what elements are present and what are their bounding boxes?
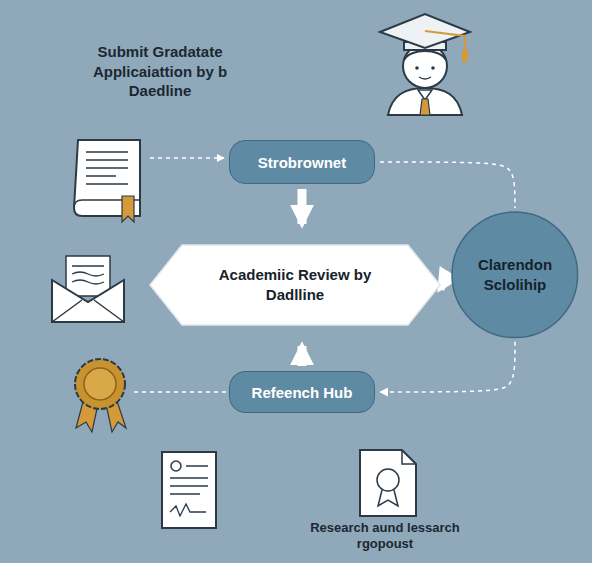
medal-center bbox=[84, 368, 116, 400]
process-pill: Strobrownet bbox=[229, 140, 375, 184]
node-text: Academiic Review by Dadlline bbox=[200, 265, 390, 306]
envelope-folds bbox=[52, 300, 124, 322]
envelope-icon bbox=[52, 256, 124, 322]
scholarship-circle: Clarendon Sclolihip bbox=[451, 211, 579, 339]
certificate-seal bbox=[377, 469, 399, 491]
bookmark bbox=[122, 196, 134, 222]
circle-fill bbox=[452, 212, 578, 338]
graduate-tie bbox=[420, 99, 430, 115]
medal-rim bbox=[75, 359, 125, 409]
graduate-smile bbox=[419, 77, 431, 79]
letter-lines bbox=[72, 266, 104, 284]
flow-arrow bbox=[298, 346, 307, 366]
graduate-eye bbox=[431, 66, 435, 70]
book-lines bbox=[86, 152, 128, 184]
circle-outline bbox=[451, 211, 579, 339]
dashed-connector bbox=[380, 342, 515, 392]
tassel bbox=[462, 50, 468, 62]
certificate-paper bbox=[360, 450, 416, 516]
dashed-leader bbox=[134, 391, 226, 393]
tassel-cord bbox=[425, 31, 465, 52]
certificate-fold bbox=[402, 450, 416, 464]
graduate-shoulders bbox=[388, 88, 462, 115]
graduate-icon bbox=[380, 14, 470, 115]
envelope-body bbox=[52, 280, 124, 322]
graduate-eye bbox=[415, 66, 419, 70]
node-text: Clarendon Sclolihip bbox=[467, 255, 563, 294]
report-paper bbox=[162, 452, 216, 528]
report-dot bbox=[171, 461, 181, 471]
report-lines bbox=[170, 466, 208, 494]
seal-ribbon bbox=[378, 490, 398, 506]
hexagon-outline bbox=[150, 245, 440, 325]
diagram-title: Submit Gradatate Applicaiattion by b Dae… bbox=[88, 42, 232, 101]
medal-icon bbox=[75, 359, 126, 432]
document-book-icon bbox=[74, 140, 140, 222]
certificate-icon bbox=[360, 450, 416, 516]
dashed-connector bbox=[380, 162, 515, 208]
hexagon-fill bbox=[150, 245, 440, 325]
report-icon bbox=[162, 452, 216, 528]
node-text: Strobrownet bbox=[258, 154, 346, 171]
letter-paper bbox=[66, 256, 110, 296]
review-hexagon: Academiic Review by Dadlline bbox=[150, 245, 440, 325]
flow-arrow bbox=[298, 189, 307, 224]
footnote-label: Research aund lessarch rgopoust bbox=[310, 520, 460, 553]
report-signature bbox=[170, 504, 206, 516]
node-text: Refeench Hub bbox=[252, 384, 353, 401]
dashed-leader bbox=[150, 157, 224, 159]
process-pill: Refeench Hub bbox=[229, 371, 375, 413]
graduate-hair bbox=[404, 51, 446, 60]
